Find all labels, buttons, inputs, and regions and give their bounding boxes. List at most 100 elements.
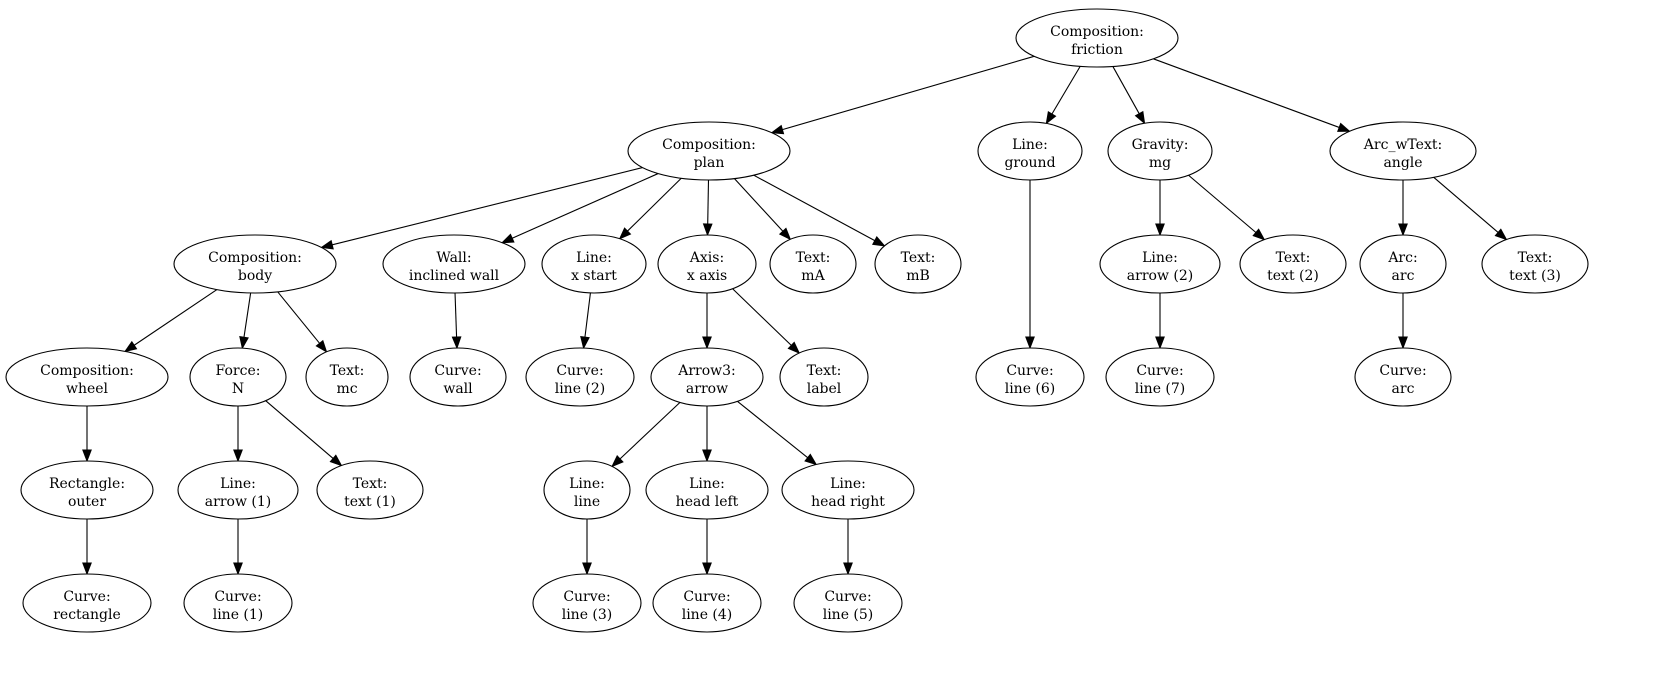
arrow-head-icon	[82, 449, 92, 463]
node-name-label: wheel	[66, 381, 109, 397]
node-ellipse[interactable]	[1359, 234, 1447, 294]
node-ellipse[interactable]	[1099, 234, 1221, 294]
graph-node-x-axis[interactable]: Axis:x axis	[657, 234, 757, 294]
node-ellipse[interactable]	[1105, 347, 1215, 407]
graph-node-body[interactable]: Composition:body	[173, 234, 337, 294]
graph-edge	[1188, 174, 1257, 233]
node-ellipse[interactable]	[657, 234, 757, 294]
node-name-label: head left	[676, 494, 739, 510]
graph-edge	[753, 174, 876, 242]
node-ellipse[interactable]	[874, 234, 962, 294]
graph-node-curve-arc[interactable]: Curve: arc	[1354, 347, 1452, 407]
graph-node-ground[interactable]: Line:ground	[977, 121, 1083, 181]
node-type-label: Text:	[796, 250, 831, 266]
node-type-label: Text:	[901, 250, 936, 266]
node-ellipse[interactable]	[975, 347, 1085, 407]
graph-node-line-1[interactable]: Curve:line (1)	[183, 573, 293, 633]
graph-node-arrow-1[interactable]: Line:arrow (1)	[177, 460, 299, 520]
graph-node-x-start[interactable]: Line:x start	[541, 234, 647, 294]
graph-node-text-3[interactable]: Text:text (3)	[1481, 234, 1589, 294]
node-ellipse[interactable]	[793, 573, 903, 633]
graph-node-line-7[interactable]: Curve:line (7)	[1105, 347, 1215, 407]
node-type-label: Wall:	[436, 250, 471, 266]
node-name-label: rectangle	[53, 607, 121, 623]
graph-node-plan[interactable]: Composition: plan	[627, 121, 791, 181]
graph-edge	[782, 55, 1035, 131]
graph-node-gravity-mg[interactable]: Gravity:mg	[1107, 121, 1213, 181]
graph-node-text-2[interactable]: Text:text (2)	[1239, 234, 1347, 294]
node-ellipse[interactable]	[183, 573, 293, 633]
graph-node-text-mB[interactable]: Text:mB	[874, 234, 962, 294]
arrow-head-icon	[1025, 336, 1035, 350]
graph-node-curve-rect[interactable]: Curve:rectangle	[22, 573, 152, 633]
node-ellipse[interactable]	[189, 347, 287, 407]
node-ellipse[interactable]	[645, 460, 769, 520]
node-type-label: Curve:	[556, 363, 603, 379]
graph-node-force-N[interactable]: Force: N	[189, 347, 287, 407]
graph-node-curve-wall[interactable]: Curve:wall	[409, 347, 507, 407]
graph-node-arrow-2[interactable]: Line:arrow (2)	[1099, 234, 1221, 294]
graph-node-angle[interactable]: Arc_wText:angle	[1329, 121, 1477, 181]
node-ellipse[interactable]	[20, 460, 154, 520]
node-ellipse[interactable]	[22, 573, 152, 633]
node-ellipse[interactable]	[305, 347, 389, 407]
graph-node-arc[interactable]: Arc:arc	[1359, 234, 1447, 294]
graph-node-rect-outer[interactable]: Rectangle:outer	[20, 460, 154, 520]
graph-node-text-1[interactable]: Text:text (1)	[316, 460, 424, 520]
node-ellipse[interactable]	[1015, 8, 1179, 68]
node-ellipse[interactable]	[525, 347, 635, 407]
node-type-label: Force:	[216, 363, 261, 379]
graph-edge	[1153, 58, 1340, 128]
graph-node-line-3[interactable]: Curve:line (3)	[532, 573, 642, 633]
graph-node-text-mc[interactable]: Text:mc	[305, 347, 389, 407]
graph-node-line-4[interactable]: Curve:line (4)	[652, 573, 762, 633]
arrow-head-icon	[82, 562, 92, 576]
graph-node-line-2[interactable]: Curve:line (2)	[525, 347, 635, 407]
node-ellipse[interactable]	[1107, 121, 1213, 181]
arrow-head-icon	[770, 124, 785, 135]
node-type-label: Composition:	[662, 137, 756, 153]
node-ellipse[interactable]	[779, 347, 869, 407]
node-type-label: Line:	[689, 476, 725, 492]
node-ellipse[interactable]	[1354, 347, 1452, 407]
graph-node-line-5[interactable]: Curve:line (5)	[793, 573, 903, 633]
node-ellipse[interactable]	[627, 121, 791, 181]
arrow-head-icon	[580, 336, 590, 350]
graph-node-line-6[interactable]: Curve:line (6)	[975, 347, 1085, 407]
graph-node-inclined-wall[interactable]: Wall:inclined wall	[382, 234, 526, 294]
graph-node-text-mA[interactable]: Text:mA	[769, 234, 857, 294]
graph-node-arrow3[interactable]: Arrow3:arrow	[650, 347, 764, 407]
node-ellipse[interactable]	[177, 460, 299, 520]
node-ellipse[interactable]	[652, 573, 762, 633]
node-type-label: Curve:	[1379, 363, 1426, 379]
node-ellipse[interactable]	[650, 347, 764, 407]
node-ellipse[interactable]	[1481, 234, 1589, 294]
node-name-label: plan	[694, 155, 725, 171]
arrow-head-icon	[702, 562, 712, 576]
node-type-label: Composition:	[1050, 24, 1144, 40]
graph-node-line-node[interactable]: Line:line	[543, 460, 631, 520]
node-ellipse[interactable]	[977, 121, 1083, 181]
node-ellipse[interactable]	[382, 234, 526, 294]
node-ellipse[interactable]	[543, 460, 631, 520]
node-ellipse[interactable]	[541, 234, 647, 294]
graph-node-wheel[interactable]: Composition:wheel	[5, 347, 169, 407]
node-ellipse[interactable]	[1329, 121, 1477, 181]
node-name-label: arc	[1392, 381, 1415, 397]
graph-node-head-right[interactable]: Line:head right	[781, 460, 915, 520]
node-ellipse[interactable]	[5, 347, 169, 407]
node-name-label: N	[232, 381, 244, 397]
graph-node-head-left[interactable]: Line: head left	[645, 460, 769, 520]
node-ellipse[interactable]	[173, 234, 337, 294]
node-ellipse[interactable]	[316, 460, 424, 520]
graph-node-text-label[interactable]: Text:label	[779, 347, 869, 407]
node-ellipse[interactable]	[532, 573, 642, 633]
node-ellipse[interactable]	[409, 347, 507, 407]
arrow-head-icon	[1155, 223, 1165, 237]
node-type-label: Text:	[807, 363, 842, 379]
graph-node-friction[interactable]: Composition:friction	[1015, 8, 1179, 68]
node-ellipse[interactable]	[769, 234, 857, 294]
node-ellipse[interactable]	[1239, 234, 1347, 294]
node-ellipse[interactable]	[781, 460, 915, 520]
graph-edge	[332, 167, 643, 246]
